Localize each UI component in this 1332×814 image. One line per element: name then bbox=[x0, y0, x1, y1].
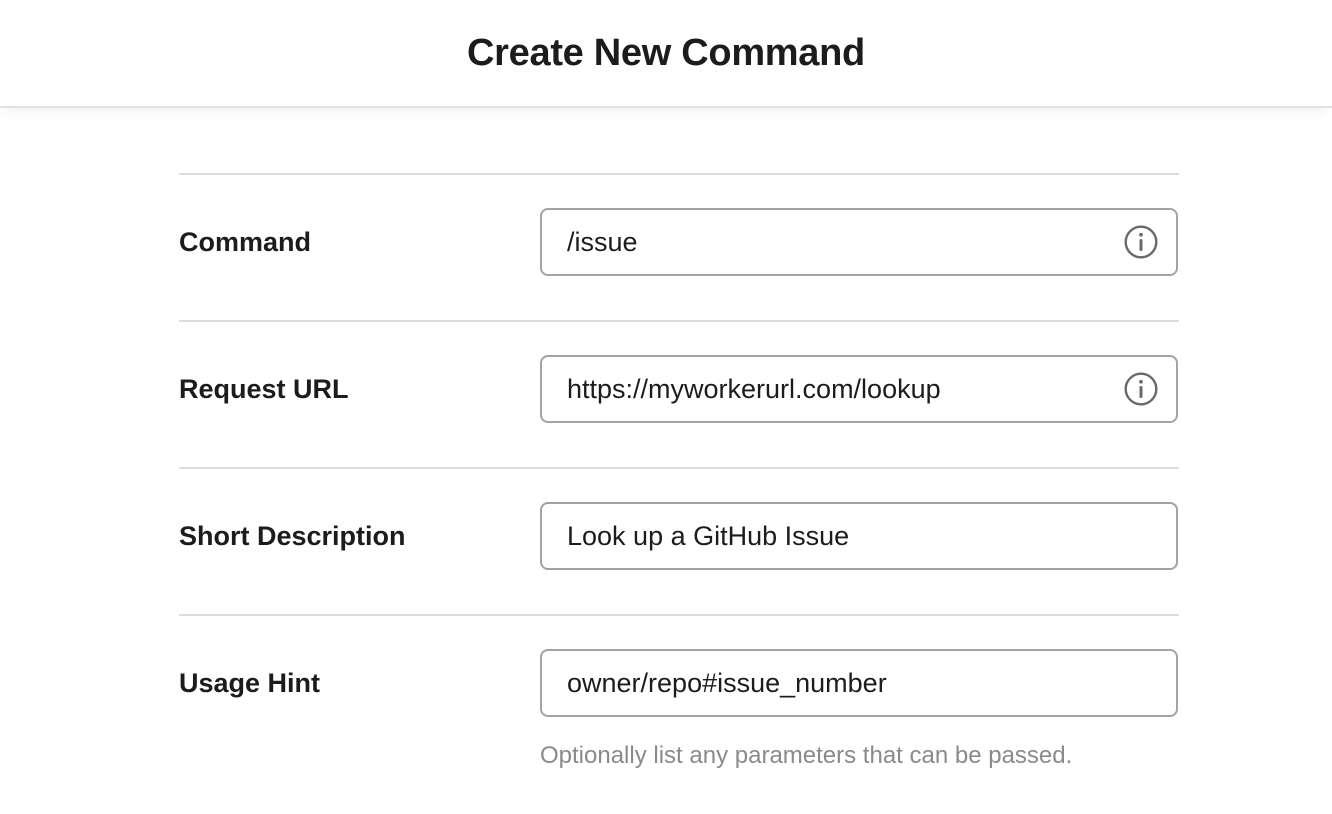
request-url-input[interactable] bbox=[540, 355, 1178, 423]
usage-hint-field bbox=[540, 649, 1179, 717]
page-header: Create New Command bbox=[0, 0, 1332, 108]
command-input[interactable] bbox=[540, 208, 1178, 276]
short-description-field bbox=[540, 502, 1179, 570]
usage-hint-input[interactable] bbox=[540, 649, 1178, 717]
usage-hint-helper-text: Optionally list any parameters that can … bbox=[540, 742, 1073, 769]
create-command-form: Command Request URL bbox=[179, 173, 1179, 814]
usage-hint-field-col: Optionally list any parameters that can … bbox=[540, 649, 1179, 770]
command-field-col bbox=[540, 208, 1179, 276]
info-icon[interactable] bbox=[1123, 224, 1159, 260]
request-url-field bbox=[540, 355, 1179, 423]
request-url-field-col bbox=[540, 355, 1179, 423]
info-icon[interactable] bbox=[1123, 371, 1159, 407]
command-label: Command bbox=[179, 227, 312, 257]
short-description-input[interactable] bbox=[540, 502, 1178, 570]
form-row-command: Command bbox=[179, 173, 1179, 320]
form-row-short-description: Short Description bbox=[179, 467, 1179, 614]
request-url-label: Request URL bbox=[179, 374, 349, 404]
short-description-field-col bbox=[540, 502, 1179, 570]
usage-hint-label: Usage Hint bbox=[179, 668, 321, 698]
short-description-label: Short Description bbox=[179, 521, 406, 551]
form-row-request-url: Request URL bbox=[179, 320, 1179, 467]
command-field bbox=[540, 208, 1179, 276]
form-row-usage-hint: Usage Hint Optionally list any parameter… bbox=[179, 614, 1179, 814]
page-title: Create New Command bbox=[467, 31, 865, 74]
